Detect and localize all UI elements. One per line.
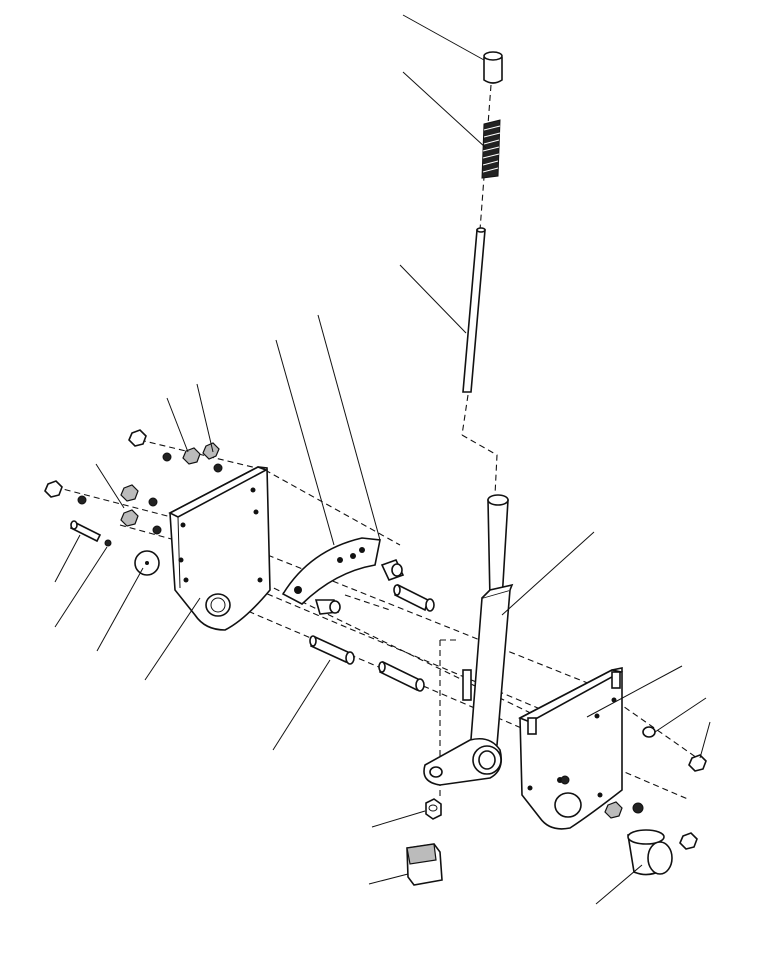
leader-rubber-block <box>368 873 409 885</box>
push-rod <box>462 227 486 393</box>
shoulder-bolt-upper <box>380 559 405 581</box>
bushing-sleeve <box>627 829 673 876</box>
left-bracket-plate <box>168 466 271 631</box>
leader-washer-top <box>196 383 214 453</box>
leader-nut-right <box>699 721 711 759</box>
leader-washer-left <box>54 546 108 628</box>
shoulder-bolt-lower <box>314 599 341 615</box>
pivot-pin-upper <box>393 583 435 612</box>
hardware-left-middle-row <box>44 480 162 535</box>
leader-lever-nut <box>371 810 426 828</box>
leader-pin <box>272 659 331 751</box>
leader-nut-mid <box>95 463 125 509</box>
hardware-right <box>560 726 707 850</box>
hardware-left-lower <box>69 520 160 576</box>
leader-washer-right <box>654 697 707 733</box>
leader-cap <box>402 14 485 61</box>
rubber-block <box>406 843 443 886</box>
leader-bolt-left <box>54 534 81 583</box>
leader-left-plate <box>144 597 201 681</box>
lever-nut <box>425 798 442 820</box>
hardware-left-upper-row <box>128 429 223 473</box>
callout-leaders <box>54 14 711 905</box>
leader-bushing <box>595 864 643 905</box>
pivot-pin-middle <box>378 660 425 692</box>
leader-lever <box>501 531 595 616</box>
shift-lever <box>423 494 514 786</box>
lever-cap <box>483 51 503 84</box>
leader-disc <box>96 567 144 652</box>
leader-arc <box>275 339 335 546</box>
leader-rod <box>399 264 467 334</box>
leader-right-plate <box>586 665 683 718</box>
leader-spring <box>402 71 487 149</box>
leader-bolt <box>317 314 381 541</box>
compression-spring <box>481 119 501 179</box>
right-bracket-plate <box>518 667 624 830</box>
leader-nut-top <box>166 397 189 453</box>
pivot-pin-lower <box>309 635 355 665</box>
